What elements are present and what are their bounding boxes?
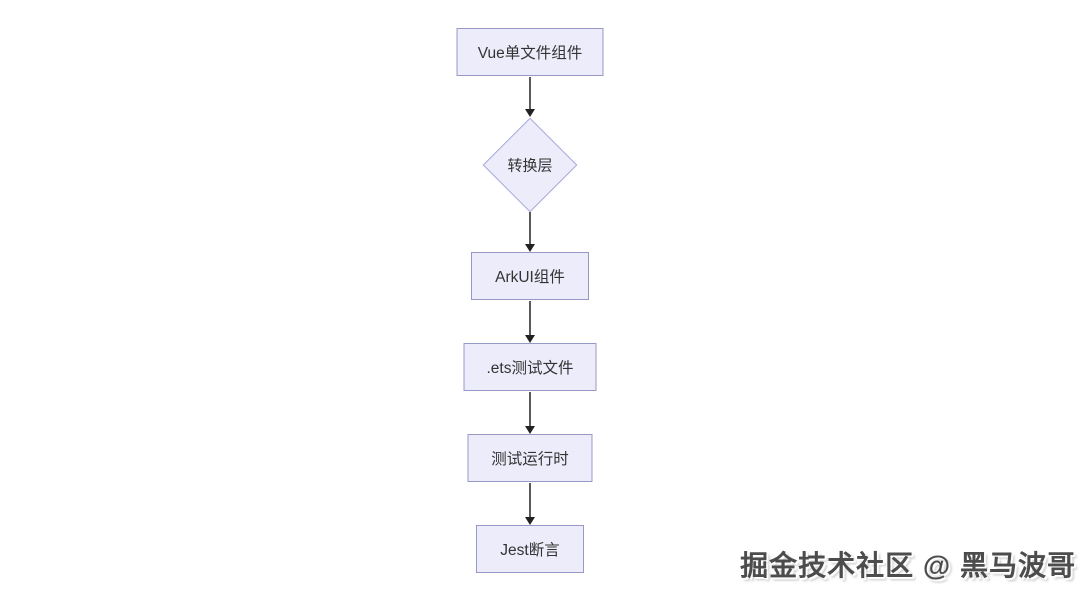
arrow-head-icon (525, 335, 535, 343)
flow-node-vue-sfc: Vue单文件组件 (456, 28, 604, 76)
flow-node-arkui-component: ArkUI组件 (471, 252, 589, 300)
arrow-head-icon (525, 109, 535, 117)
flow-node-jest-assertion: Jest断言 (476, 525, 584, 573)
watermark-text: 掘金技术社区 @ 黑马波哥 (740, 550, 1076, 581)
flow-node-label: Vue单文件组件 (477, 45, 583, 62)
flow-node-label: Jest断言 (500, 542, 560, 559)
arrow-head-icon (525, 517, 535, 525)
arrow-line (529, 77, 531, 109)
flow-arrow (524, 392, 536, 434)
arrow-line (529, 483, 531, 517)
arrow-line (529, 212, 531, 244)
flow-node-label: ArkUI组件 (495, 269, 565, 286)
flow-arrow (524, 77, 536, 117)
arrow-line (529, 392, 531, 426)
flow-arrow (524, 212, 536, 252)
flow-node-ets-test-file: .ets测试文件 (463, 343, 597, 391)
flow-arrow (524, 483, 536, 525)
arrow-head-icon (525, 426, 535, 434)
flow-node-label: .ets测试文件 (486, 360, 574, 377)
flow-arrow (524, 301, 536, 343)
flow-node-label: 转换层 (507, 157, 553, 175)
flow-node-test-runtime: 测试运行时 (467, 434, 593, 482)
flow-node-transform-layer: 转换层 (482, 117, 578, 213)
flow-node-label: 测试运行时 (491, 451, 569, 468)
arrow-head-icon (525, 244, 535, 252)
arrow-line (529, 301, 531, 335)
